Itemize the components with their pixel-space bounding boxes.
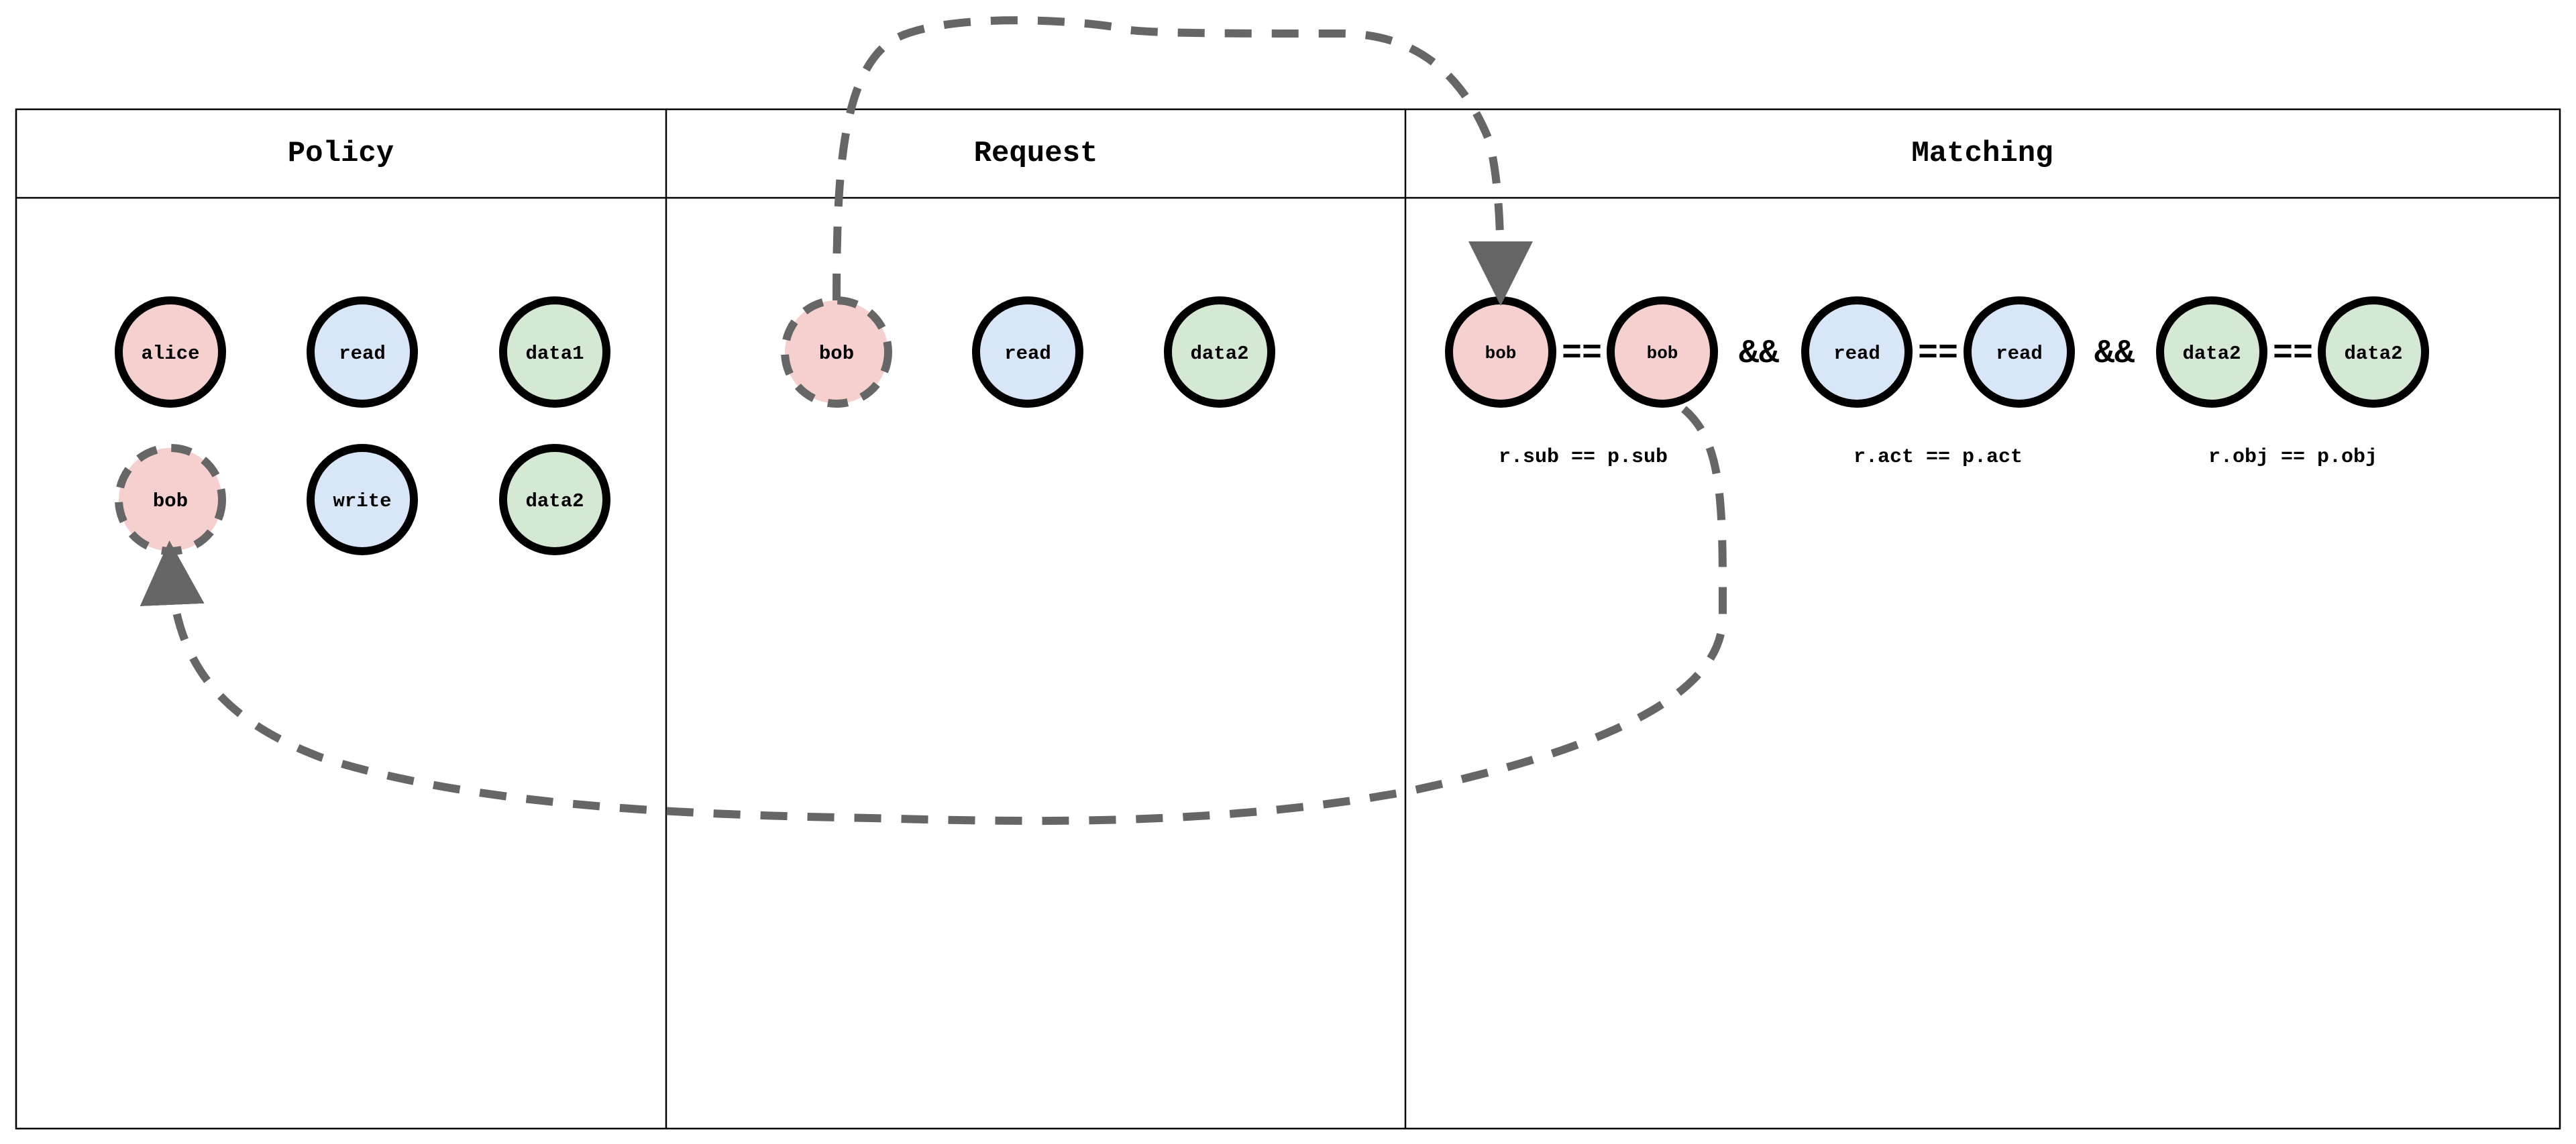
matching-node-request-act: read	[1801, 296, 1913, 408]
policy-nodes: alice read data1 bob write data2	[115, 296, 610, 555]
request-node-read: read	[972, 296, 1083, 408]
node-label: alice	[141, 343, 199, 365]
action-node-circle	[307, 296, 418, 408]
node-label: read	[1004, 343, 1051, 365]
action-node-circle	[972, 296, 1083, 408]
node-label: read	[1833, 343, 1880, 365]
matching-node-request-obj: data2	[2156, 296, 2267, 408]
request-node-bob: bob	[781, 296, 892, 408]
policy-node-data1: data1	[499, 296, 610, 408]
table-border	[15, 108, 2561, 1130]
matching-node-policy-act: read	[1964, 296, 2075, 408]
action-node-circle	[1801, 296, 1913, 408]
subject-node-circle	[115, 296, 226, 408]
subject-node-circle	[1607, 296, 1718, 408]
and-operator: &&	[2094, 335, 2135, 373]
matching-node-request-sub: bob	[1445, 296, 1556, 408]
matching-nodes: bob bob read read data2 data2	[1445, 296, 2429, 408]
request-to-matching-arrow	[833, 16, 1533, 306]
node-label: data2	[2344, 343, 2402, 365]
node-label: bob	[1485, 343, 1517, 363]
column-header-matching: Matching	[1911, 137, 2053, 170]
matching-captions: r.sub == p.sub r.act == p.act r.obj == p…	[1499, 446, 2377, 469]
object-match-caption: r.obj == p.obj	[2208, 446, 2377, 469]
table-frame	[15, 108, 2561, 1130]
request-node-data2: data2	[1164, 296, 1275, 408]
node-label: write	[333, 490, 391, 512]
object-node-circle	[1164, 296, 1275, 408]
matching-to-policy-arrow	[140, 406, 1727, 825]
matching-operators: == && == && ==	[1562, 335, 2313, 373]
equals-operator: ==	[1918, 335, 1958, 373]
node-label: data2	[2182, 343, 2241, 365]
request-nodes: bob read data2	[781, 296, 1275, 408]
node-label: data2	[1190, 343, 1248, 365]
object-node-circle	[499, 444, 610, 555]
object-node-circle	[499, 296, 610, 408]
node-label: bob	[153, 490, 188, 512]
action-node-circle	[307, 444, 418, 555]
node-label: read	[1996, 343, 2043, 365]
policy-node-data2: data2	[499, 444, 610, 555]
node-label: bob	[819, 343, 854, 365]
equals-operator: ==	[2273, 335, 2313, 373]
column-header-policy: Policy	[288, 137, 394, 170]
policy-node-read: read	[307, 296, 418, 408]
policy-node-bob: bob	[115, 444, 226, 555]
node-label: bob	[1647, 343, 1678, 363]
column-header-request: Request	[974, 137, 1098, 170]
equals-operator: ==	[1562, 335, 1602, 373]
object-node-circle	[2318, 296, 2429, 408]
node-label: read	[339, 343, 386, 365]
action-node-circle	[1964, 296, 2075, 408]
policy-node-write: write	[307, 444, 418, 555]
node-label: data2	[525, 490, 584, 512]
policy-node-alice: alice	[115, 296, 226, 408]
object-node-circle	[2156, 296, 2267, 408]
action-match-caption: r.act == p.act	[1854, 446, 2023, 469]
subject-node-circle-dashed	[781, 296, 892, 408]
node-label: data1	[525, 343, 584, 365]
matching-node-policy-sub: bob	[1607, 296, 1718, 408]
subject-match-caption: r.sub == p.sub	[1499, 446, 1668, 469]
matching-node-policy-obj: data2	[2318, 296, 2429, 408]
and-operator: &&	[1739, 335, 1779, 373]
